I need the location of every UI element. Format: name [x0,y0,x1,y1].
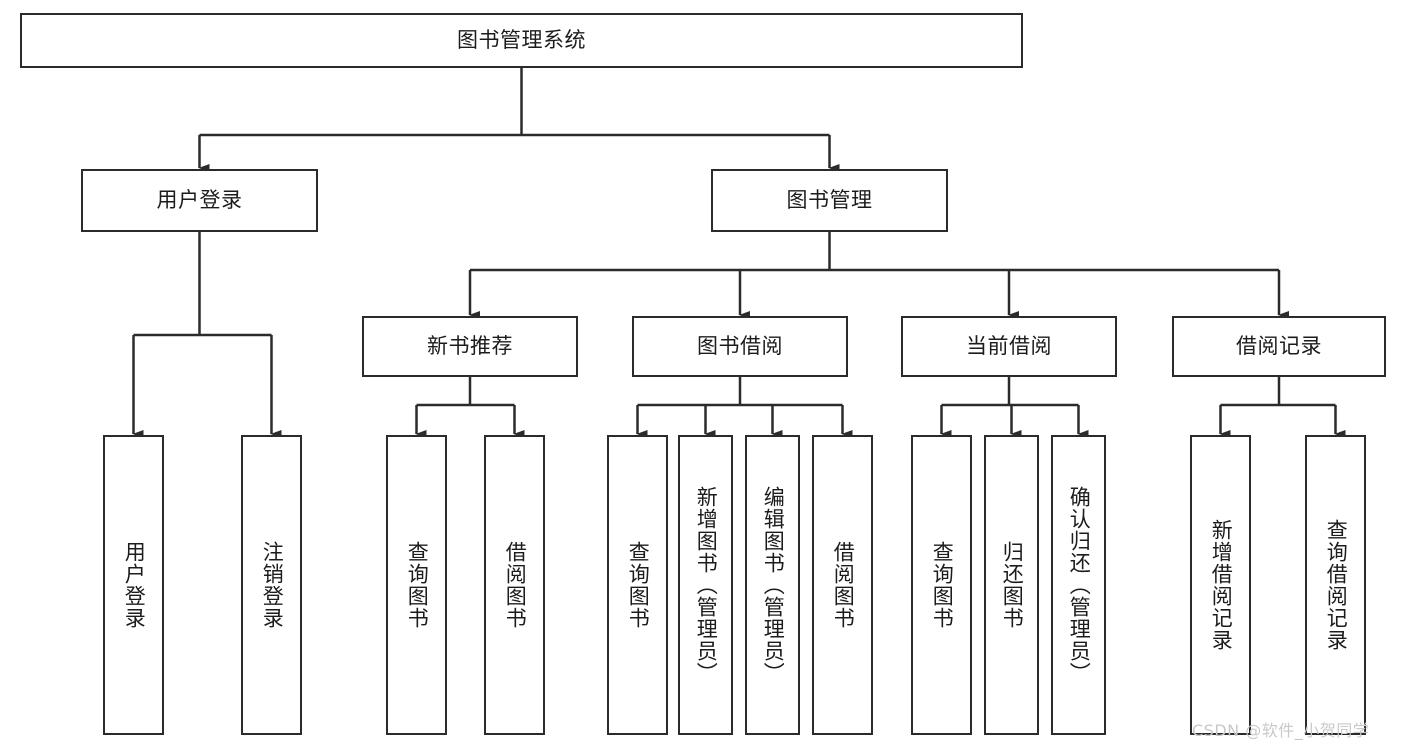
node-label: 借阅图书 [503,541,528,629]
node-label: 查询图书 [930,541,955,629]
node-label: 新增图书（管理员） [694,486,719,684]
node-label: 新书推荐 [427,333,513,358]
node-label: 归还图书 [1000,541,1025,629]
node-label: 查询借阅记录 [1324,519,1349,651]
node-label: 新增借阅记录 [1209,519,1234,651]
node-book-borrow[interactable]: 图书借阅 [632,316,848,377]
node-label: 借阅记录 [1236,333,1322,358]
node-label: 确认归还（管理员） [1067,486,1092,684]
node-leaf-return[interactable]: 归还图书 [984,435,1039,735]
node-leaf-query-rec[interactable]: 查询借阅记录 [1305,435,1366,735]
node-label: 图书管理 [786,187,873,212]
node-label: 用户登录 [122,541,147,629]
node-leaf-confirm[interactable]: 确认归还（管理员） [1051,435,1106,735]
node-leaf-logout[interactable]: 注销登录 [241,435,302,735]
node-leaf-user-login[interactable]: 用户登录 [103,435,164,735]
node-book-manage[interactable]: 图书管理 [711,169,948,232]
node-leaf-edit-book[interactable]: 编辑图书（管理员） [745,435,800,735]
node-label: 注销登录 [260,541,285,629]
node-label: 查询图书 [626,541,651,629]
node-label: 借阅图书 [831,541,856,629]
node-new-book-rec[interactable]: 新书推荐 [362,316,578,377]
node-leaf-add-rec[interactable]: 新增借阅记录 [1190,435,1251,735]
node-label: 图书管理系统 [457,27,586,52]
node-borrow-record[interactable]: 借阅记录 [1172,316,1386,377]
node-label: 用户登录 [156,187,243,212]
edge-group [132,68,1346,438]
node-leaf-borrow-2[interactable]: 借阅图书 [812,435,873,735]
node-label: 图书借阅 [697,333,783,358]
node-root[interactable]: 图书管理系统 [20,13,1023,68]
node-leaf-query-2[interactable]: 查询图书 [607,435,668,735]
node-current-borrow[interactable]: 当前借阅 [901,316,1117,377]
node-leaf-borrow-1[interactable]: 借阅图书 [484,435,545,735]
node-leaf-add-book[interactable]: 新增图书（管理员） [678,435,733,735]
node-label: 编辑图书（管理员） [761,486,786,684]
node-label: 当前借阅 [966,333,1052,358]
node-user-login[interactable]: 用户登录 [81,169,318,232]
node-leaf-query-1[interactable]: 查询图书 [386,435,447,735]
node-label: 查询图书 [405,541,430,629]
watermark-text: CSDN @软件_小贺同学 [1192,721,1370,740]
node-leaf-query-3[interactable]: 查询图书 [911,435,972,735]
